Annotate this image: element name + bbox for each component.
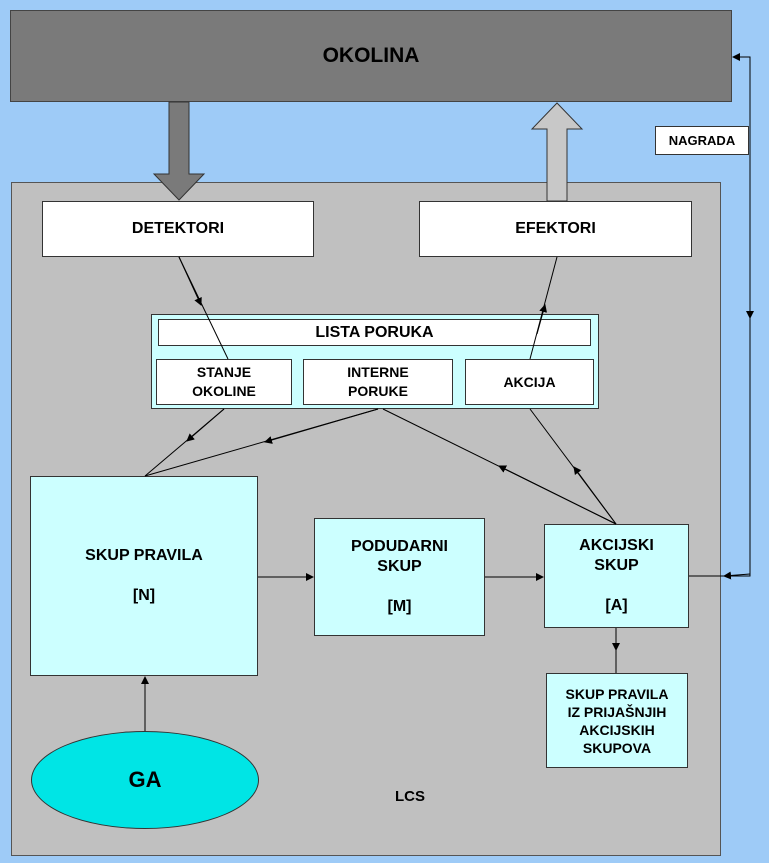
rules-to-internal-arrow (264, 408, 379, 444)
message-list-title-box: LISTA PORUKA (158, 319, 591, 346)
detectors-to-list-arrow (178, 256, 202, 306)
rule-set-box: SKUP PRAVILA [N] (30, 476, 258, 676)
action-label: AKCIJA (503, 374, 556, 390)
action-box: AKCIJA (465, 359, 594, 405)
environment-to-detectors-arrow (152, 101, 206, 201)
message-list-title: LISTA PORUKA (315, 323, 434, 341)
reward-into-action-set-arrow (723, 571, 751, 580)
environment-state-box: STANJE OKOLINE (156, 359, 292, 405)
environment-state-line2: OKOLINE (192, 383, 256, 399)
action-to-effectors-line (529, 256, 558, 360)
environment-state-line1: STANJE (196, 364, 252, 380)
match-set-line2: SKUP (377, 558, 422, 575)
internal-messages-box: INTERNE PORUKE (303, 359, 453, 405)
reward-label: NAGRADA (668, 133, 736, 148)
rule-set-line1: SKUP PRAVILA (85, 547, 203, 564)
lcs-label: LCS (395, 787, 425, 805)
environment-label: OKOLINA (322, 44, 420, 67)
match-set-box: PODUDARNI SKUP [M] (314, 518, 485, 636)
action-set-line3: [A] (605, 597, 628, 614)
match-set-line1: PODUDARNI (351, 538, 448, 555)
internal-messages-line2: PORUKE (348, 383, 408, 399)
effectors-to-environment-arrow (530, 102, 584, 202)
match-set-line3: [M] (387, 598, 412, 615)
internal-messages-line1: INTERNE (347, 364, 409, 380)
previous-sets-line4: SKUPOVA (582, 739, 652, 756)
actionset-to-internal-arrow (498, 465, 617, 525)
detectors-box: DETEKTORI (42, 201, 314, 257)
action-to-effectors-arrow (536, 304, 547, 335)
effectors-box: EFEKTORI (419, 201, 692, 257)
action-set-line1: AKCIJSKI (579, 537, 654, 554)
reward-feedback-line (689, 53, 751, 577)
action-set-box: AKCIJSKI SKUP [A] (544, 524, 689, 628)
effectors-label: EFEKTORI (515, 220, 596, 237)
action-set-line2: SKUP (594, 557, 639, 574)
rules-to-state-arrow (186, 408, 225, 442)
ga-ellipse: GA (31, 731, 259, 829)
previous-sets-line3: AKCIJSKIH (579, 721, 655, 738)
lcs-label-box: LCS (360, 782, 460, 810)
detectors-label: DETEKTORI (131, 220, 225, 237)
previous-action-sets-box: SKUP PRAVILA IZ PRIJAŠNJIH AKCIJSKIH SKU… (546, 673, 688, 768)
environment-box: OKOLINA (10, 10, 732, 102)
reward-label-box: NAGRADA (655, 126, 749, 155)
rule-set-line2: [N] (132, 587, 156, 604)
previous-sets-line2: IZ PRIJAŠNJIH (567, 703, 667, 720)
actionset-to-action-arrow (573, 466, 617, 525)
previous-sets-line1: SKUP PRAVILA (565, 685, 669, 702)
ga-label: GA (128, 767, 162, 792)
